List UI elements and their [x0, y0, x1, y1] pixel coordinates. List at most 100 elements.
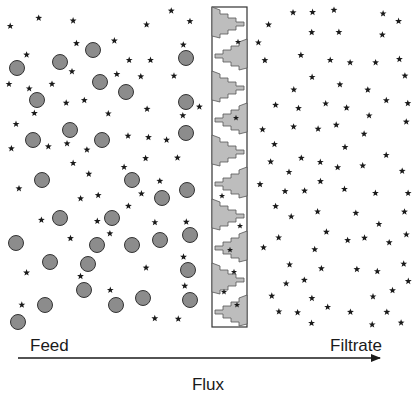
solute-star: [372, 59, 379, 66]
solute-star: [327, 57, 334, 64]
solute-star: [168, 7, 175, 14]
solute-star: [234, 302, 240, 308]
solute-star: [334, 164, 341, 171]
solute-star: [364, 86, 371, 93]
solute-star: [301, 187, 308, 194]
retained-particle: [181, 263, 196, 278]
retained-particle: [179, 126, 194, 141]
solute-star: [255, 39, 262, 46]
solute-star: [67, 235, 74, 242]
solute-star: [272, 203, 279, 210]
solute-star: [359, 162, 366, 169]
retained-particle: [53, 55, 68, 70]
solute-star: [144, 105, 151, 112]
retained-particle: [10, 61, 25, 76]
retained-particle: [179, 95, 194, 110]
solute-star: [272, 101, 279, 108]
solute-star: [105, 110, 112, 117]
solute-star: [395, 18, 402, 25]
solute-star: [324, 304, 331, 311]
retained-particle: [30, 93, 45, 108]
solute-star: [372, 190, 379, 197]
retained-particle: [136, 291, 151, 306]
solute-star: [379, 31, 386, 38]
solute-star: [404, 100, 411, 107]
solute-star: [401, 208, 408, 215]
axis-label: Feed: [30, 336, 69, 356]
solute-star: [6, 81, 13, 88]
solute-star: [163, 136, 170, 143]
solute-star: [70, 160, 77, 167]
retained-particle: [153, 233, 168, 248]
solute-star: [383, 152, 390, 159]
solute-star: [113, 71, 120, 78]
solute-star: [383, 97, 390, 104]
solute-star: [111, 37, 118, 44]
retained-particle: [155, 191, 170, 206]
solute-star: [126, 57, 133, 64]
solute-star: [221, 289, 227, 295]
solute-star: [267, 158, 274, 165]
solute-star: [383, 308, 390, 315]
retained-particle: [105, 211, 120, 226]
solute-star: [309, 74, 316, 81]
solute-star: [399, 167, 406, 174]
solute-star: [275, 234, 282, 241]
solute-star: [107, 230, 114, 237]
solute-star: [318, 265, 325, 272]
solute-star: [308, 320, 315, 327]
solute-star: [31, 110, 38, 117]
solute-star: [233, 115, 239, 121]
axis-label: Flux: [192, 375, 224, 395]
solute-star: [294, 309, 301, 316]
solute-star: [26, 85, 33, 92]
solute-star: [366, 112, 373, 119]
retained-particle: [95, 133, 110, 148]
membrane-pores: [212, 7, 247, 326]
solute-star: [342, 144, 349, 151]
solute-star: [95, 192, 102, 199]
solute-star: [308, 29, 315, 36]
solute-star: [187, 18, 194, 25]
retained-particle: [90, 238, 105, 253]
solute-star: [298, 154, 305, 161]
retained-particle: [43, 255, 58, 270]
solute-star: [18, 301, 25, 308]
solute-star: [400, 260, 407, 267]
solute-star: [23, 269, 30, 276]
solute-star: [181, 282, 188, 289]
solute-star: [405, 278, 412, 285]
solute-star: [376, 221, 383, 228]
solute-star: [315, 125, 322, 132]
solute-star: [85, 170, 92, 177]
solute-star: [347, 59, 354, 66]
solute-star: [8, 145, 15, 152]
solute-star: [142, 155, 149, 162]
retained-particle: [86, 43, 101, 58]
solute-star: [398, 319, 405, 326]
solute-star: [94, 218, 101, 225]
solute-star: [84, 146, 91, 153]
solute-star: [259, 126, 266, 133]
solute-star: [125, 202, 132, 209]
solute-star: [352, 210, 359, 217]
pore-wall: [215, 167, 247, 198]
solute-star: [13, 121, 20, 128]
solute-star: [231, 269, 237, 275]
solute-star: [64, 140, 71, 147]
pore-wall: [212, 263, 244, 294]
solute-star: [121, 164, 128, 171]
solute-star: [147, 57, 154, 64]
solute-star: [143, 264, 150, 271]
solute-star: [389, 287, 396, 294]
retained-particle: [38, 298, 53, 313]
solute-star: [403, 118, 410, 125]
solute-star: [374, 268, 381, 275]
retained-particle: [183, 228, 198, 243]
solute-star: [138, 190, 145, 197]
solute-star: [77, 273, 84, 280]
solute-star: [369, 321, 376, 328]
solute-star: [35, 15, 42, 22]
solute-star: [237, 223, 243, 229]
retained-particle: [53, 211, 68, 226]
